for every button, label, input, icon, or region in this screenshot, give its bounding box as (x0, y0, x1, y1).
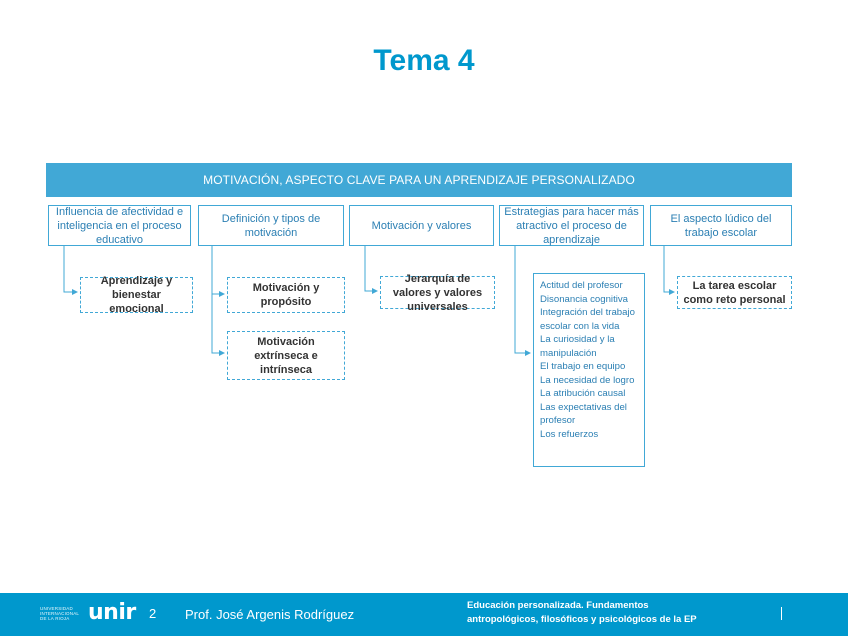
category-estrategias: Estrategias para hacer más atractivo el … (499, 205, 644, 246)
connector-1 (63, 246, 78, 295)
course-title-line-2: antropológicos, filosóficos y psicológic… (467, 614, 697, 625)
professor-name: Prof. José Argenis Rodríguez (185, 607, 355, 622)
strategies-list: Actitud del profesor Disonancia cognitiv… (533, 273, 645, 467)
list-item: La curiosidad y la manipulación (540, 334, 615, 359)
sub-motivacion-proposito: Motivación y propósito (227, 277, 345, 313)
university-name: UNIVERSIDAD INTERNACIONAL DE LA RIOJA (40, 606, 79, 621)
sub-jerarquia-valores: Jerarquía de valores y valores universal… (380, 273, 495, 313)
footer-bar: UNIVERSIDAD INTERNACIONAL DE LA RIOJA un… (0, 593, 848, 636)
connector-2a (211, 246, 225, 297)
sub-aprendizaje: Aprendizaje y bienestar emocional (80, 275, 193, 315)
unir-logo: unir (88, 600, 136, 625)
connector-3 (364, 246, 378, 294)
category-afectividad: Influencia de afectividad e inteligencia… (48, 205, 191, 246)
list-item: Las expectativas del profesor (540, 401, 627, 427)
category-ludico: El aspecto lúdico del trabajo escolar (650, 205, 792, 246)
list-item: Integración del trabajo escolar con la v… (540, 307, 635, 332)
list-item: El trabajo en equipo (540, 361, 626, 372)
sub-motivacion-extrinseca: Motivación extrínseca e intrínseca (227, 331, 345, 380)
list-item: La atribución causal (540, 388, 626, 399)
sub-tarea-escolar: La tarea escolar como reto personal (677, 276, 792, 309)
list-item: Actitud del profesor (540, 280, 623, 291)
connector-5 (663, 246, 675, 295)
footer-divider (781, 607, 782, 620)
course-title-line-1: Educación personalizada. Fundamentos (467, 600, 649, 611)
list-item: Los refuerzos (540, 428, 599, 440)
category-definicion: Definición y tipos de motivación (198, 205, 344, 246)
course-title: Educación personalizada. Fundamentos ant… (467, 599, 767, 627)
list-item: La necesidad de logro (540, 374, 635, 386)
connector-4 (514, 246, 531, 356)
page-number: 2 (149, 606, 157, 621)
category-valores: Motivación y valores (349, 205, 494, 246)
page-title: Tema 4 (373, 44, 475, 77)
connector-2b (211, 294, 225, 356)
diagram-banner: MOTIVACIÓN, ASPECTO CLAVE PARA UN APREND… (46, 163, 792, 197)
list-item: Disonancia cognitiva (540, 293, 628, 305)
